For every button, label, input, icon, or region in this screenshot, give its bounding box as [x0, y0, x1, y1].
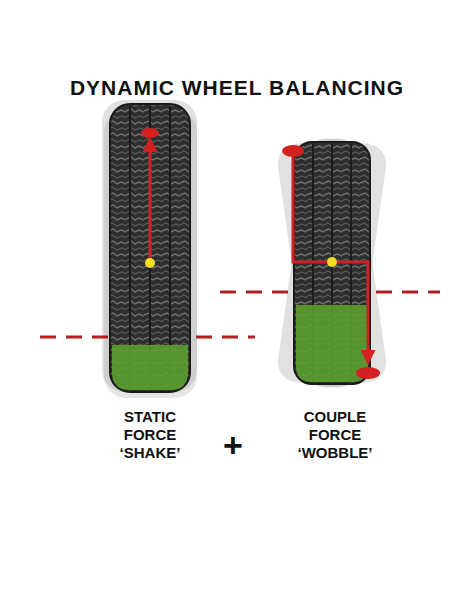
caption-label: STATIC FORCE ‘SHAKE’ [100, 408, 200, 462]
couple-tire [220, 136, 440, 391]
plus-sign: + [213, 428, 253, 462]
static-tire [40, 100, 255, 398]
diagram-title: DYNAMIC WHEEL BALANCING [0, 76, 474, 100]
caption-label: COUPLE FORCE ‘WOBBLE’ [285, 408, 385, 462]
